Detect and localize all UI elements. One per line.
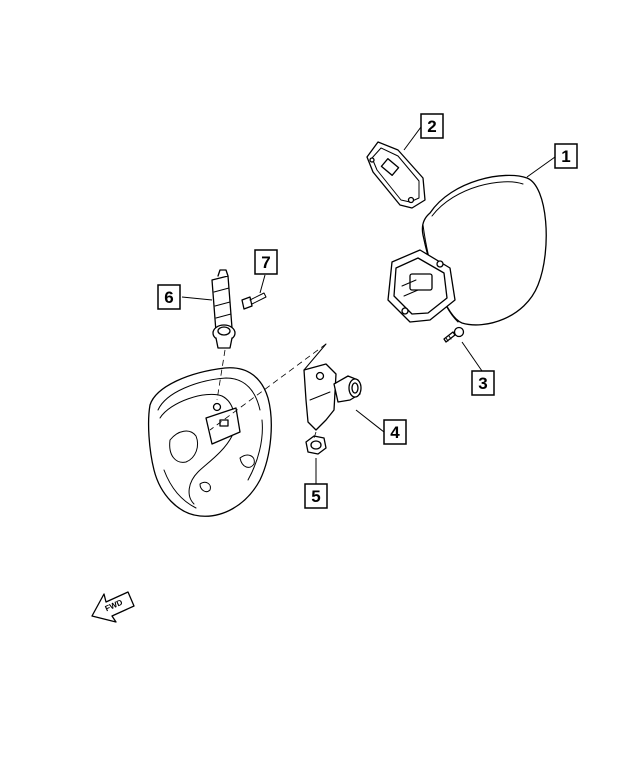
callout-3: 3 [471,370,495,396]
nut-part-5 [305,435,327,455]
callout-leaders [181,126,556,484]
callout-label-1: 1 [561,147,570,166]
callout-7: 7 [254,249,278,275]
callout-label-4: 4 [390,423,400,442]
door-hinge-housing [387,249,456,323]
callout-6: 6 [157,284,181,310]
installation-lines [209,343,327,439]
latch-part-2 [366,141,426,209]
pin-part-7 [241,292,267,310]
callout-label-5: 5 [311,487,320,506]
callout-4: 4 [383,419,407,445]
callout-label-3: 3 [478,374,487,393]
callout-2: 2 [420,113,444,139]
callout-1: 1 [554,143,578,169]
screw-part-3 [443,326,465,343]
callout-label-7: 7 [261,253,270,272]
callout-label-2: 2 [427,117,436,136]
forward-arrow-icon: FWD [91,591,135,623]
callout-label-6: 6 [164,288,173,307]
filler-housing-bezel [147,367,272,517]
sensor-part-6 [211,269,236,349]
callout-5: 5 [304,483,328,509]
bracket-part-4 [303,363,362,431]
